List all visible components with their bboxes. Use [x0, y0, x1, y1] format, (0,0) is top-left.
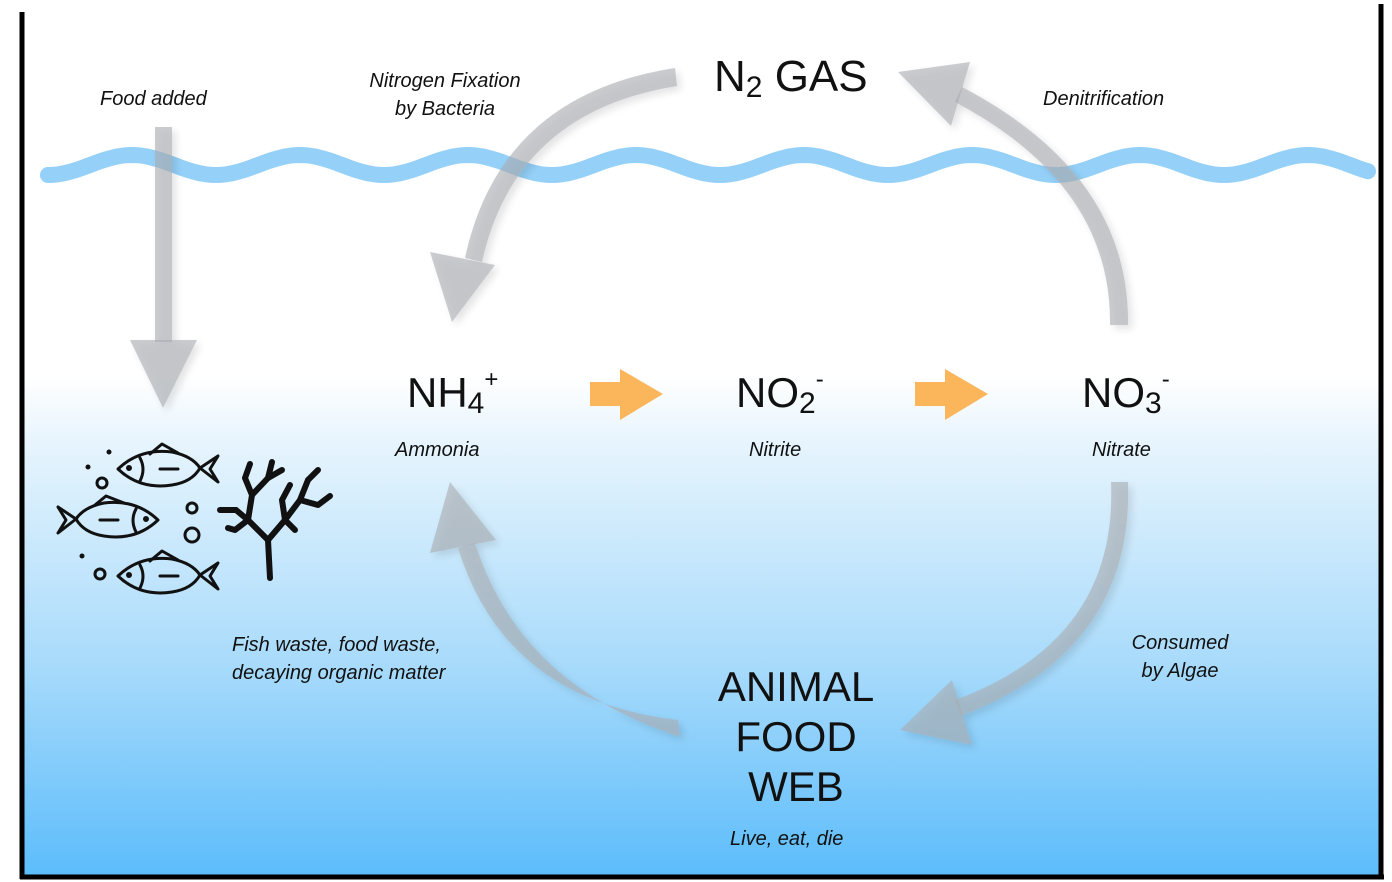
bubbles — [79, 449, 201, 581]
denitrification-label: Denitrification — [1043, 88, 1165, 110]
n2-symbol: N — [714, 52, 746, 101]
food-added-arrow — [130, 127, 197, 408]
consumed-line1: Consumed — [1131, 632, 1229, 654]
ammonia-formula: NH4+ — [407, 368, 498, 419]
cycle-arrows — [130, 62, 1129, 745]
conversion-arrow-nitrite-to-nitrate — [915, 369, 988, 420]
consumed-line2: by Algae — [1141, 660, 1219, 682]
n2-subscript: 2 — [745, 71, 763, 104]
nitrate-charge: - — [1161, 366, 1170, 393]
food-web-line1: ANIMAL — [717, 663, 875, 710]
coral-icon — [217, 459, 333, 581]
nitrite-subscript: 2 — [799, 387, 816, 420]
food-web-line3: WEB — [748, 763, 844, 810]
fish-and-coral-icon — [56, 442, 333, 595]
fish-icon — [116, 442, 220, 488]
consumed-by-algae-arrow — [900, 482, 1129, 745]
water-surface-wave — [40, 146, 1376, 184]
ammonia-symbol: NH — [407, 369, 468, 416]
waste-line2: decaying organic matter — [232, 662, 446, 684]
animal-food-web-label: ANIMAL FOOD WEB — [696, 662, 896, 812]
waste-to-ammonia-arrow — [430, 482, 680, 737]
nitrite-formula: NO2- — [736, 368, 824, 419]
denitrification-arrow — [898, 62, 1129, 325]
consumed-by-algae-label: Consumed by Algae — [1110, 629, 1250, 685]
n2-gas-label: N2 GAS — [714, 52, 868, 103]
fish-icon — [116, 549, 220, 595]
waste-label: Fish waste, food waste, decaying organic… — [232, 631, 445, 687]
nitrite-name: Nitrite — [749, 439, 802, 461]
nitrate-name: Nitrate — [1092, 439, 1151, 461]
nitrogen-fixation-arrow — [430, 68, 677, 322]
nitrogen-fixation-label: Nitrogen Fixation by Bacteria — [350, 67, 540, 123]
nitrite-symbol: NO — [736, 369, 799, 416]
nitrate-subscript: 3 — [1145, 387, 1162, 420]
nitrogen-fixation-line2: by Bacteria — [394, 98, 496, 120]
food-web-caption: Live, eat, die — [730, 828, 844, 850]
conversion-arrow-ammonia-to-nitrite — [590, 369, 663, 420]
nitrate-symbol: NO — [1082, 369, 1145, 416]
food-added-label: Food added — [100, 88, 207, 110]
food-web-line2: FOOD — [735, 713, 857, 760]
ammonia-name: Ammonia — [395, 439, 480, 461]
fish-icon — [56, 494, 160, 539]
nitrate-formula: NO3- — [1082, 368, 1170, 419]
nitrite-charge: - — [815, 366, 824, 393]
n2-suffix: GAS — [762, 52, 868, 101]
ammonia-subscript: 4 — [467, 387, 485, 420]
ammonia-charge: + — [484, 366, 499, 393]
nitrogen-fixation-line1: Nitrogen Fixation — [369, 70, 521, 92]
waste-line1: Fish waste, food waste, — [232, 634, 441, 656]
